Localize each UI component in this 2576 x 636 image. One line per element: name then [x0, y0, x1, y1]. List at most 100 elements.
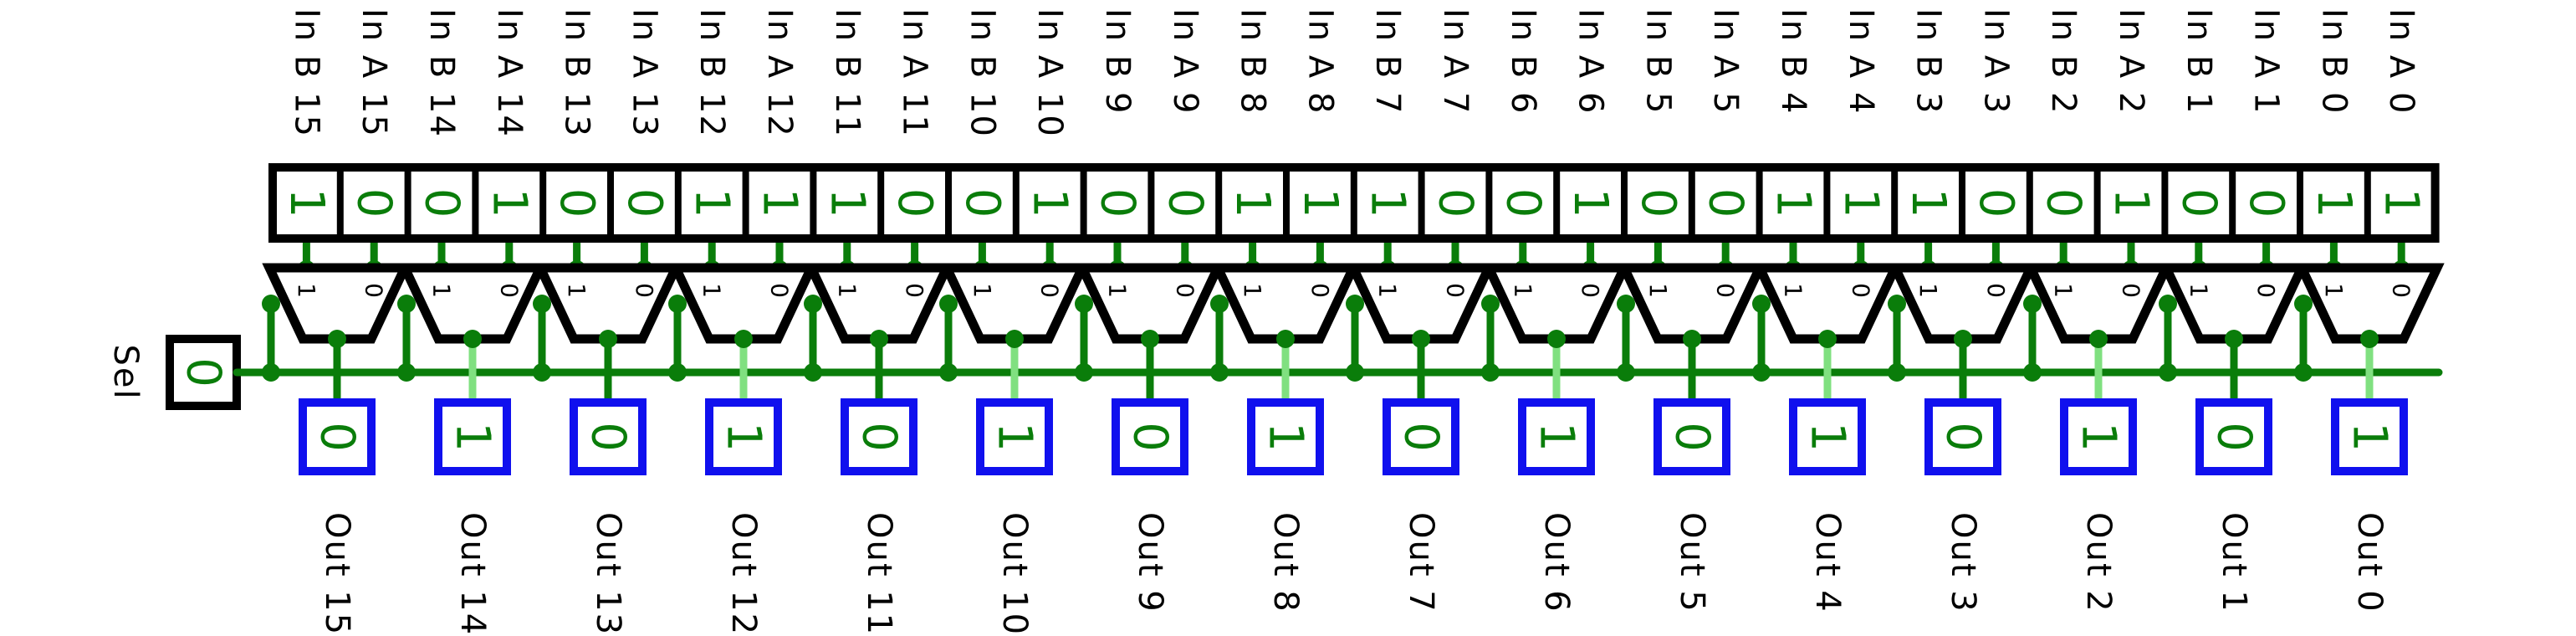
mux-in0-label: 0 — [1847, 283, 1874, 298]
input-pin[interactable]: 1In B 12 — [685, 8, 739, 218]
input-pin[interactable]: 1In A 6 — [1563, 8, 1618, 218]
mux-in0-label: 0 — [360, 283, 388, 298]
input-pin[interactable]: 0In A 3 — [1969, 8, 2023, 218]
input-pin[interactable]: 1In B 8 — [1225, 8, 1280, 218]
input-pin[interactable]: 0In A 9 — [1158, 8, 1212, 218]
wire-junction — [2023, 295, 2042, 313]
input-bit-value: 1 — [1361, 188, 1415, 218]
input-pin[interactable]: 1In A 4 — [1833, 8, 1888, 218]
input-pin[interactable]: 1In A 12 — [753, 8, 807, 218]
input-pin[interactable]: 0In B 10 — [955, 8, 1009, 218]
input-pin[interactable]: 1In A 8 — [1293, 8, 1347, 218]
mux-in0-label: 0 — [901, 283, 928, 298]
output-pin-box — [1924, 398, 2001, 475]
mux-body — [804, 263, 954, 344]
wire-junction — [1617, 363, 1635, 382]
input-pin-label: In A 15 — [355, 8, 393, 138]
input-pin[interactable]: 1In B 3 — [1901, 8, 1955, 218]
input-pin[interactable]: 0 In B 2 — [2037, 8, 2091, 218]
input-pin-label: In B 11 — [828, 8, 866, 138]
mux-in1-label: 1 — [1780, 283, 1807, 298]
input-bit-value: 0 — [2037, 188, 2091, 218]
output-pin-box — [299, 398, 376, 475]
wire-junction — [533, 363, 551, 382]
output-pin-box — [976, 398, 1053, 475]
wire-junction — [1617, 295, 1635, 313]
output-bit-value: 0 — [310, 422, 365, 452]
input-pin-label: In A 12 — [760, 8, 799, 138]
input-bit-value: 1 — [2307, 188, 2361, 218]
input-pin[interactable]: 0In B 14 — [415, 8, 469, 218]
input-pin[interactable]: 0In A 15 — [347, 8, 401, 218]
input-pin[interactable]: 0In A 11 — [887, 8, 942, 218]
wire-junction — [2294, 363, 2313, 382]
wire-junction — [1888, 295, 1906, 313]
input-pin[interactable]: 1 In A 10 — [1023, 8, 1077, 218]
input-bit-value: 1 — [1023, 188, 1077, 218]
mux-body — [1075, 263, 1225, 344]
mux-in1-label: 1 — [833, 283, 861, 298]
wire-junction — [533, 295, 551, 313]
wire-junction — [1547, 330, 1566, 348]
input-pin-label: In B 2 — [2044, 8, 2083, 115]
wire-junction — [1683, 330, 1701, 348]
output-pin-box — [705, 398, 782, 475]
mux-in1-label: 1 — [563, 283, 590, 298]
input-bit-value: 1 — [1833, 188, 1888, 218]
output-pin-label: Out 13 — [589, 512, 627, 636]
input-pin[interactable]: 1In B 0 — [2307, 8, 2361, 218]
input-pin[interactable]: 0In A 1 — [2239, 8, 2293, 218]
mux-body — [1888, 263, 2038, 344]
input-pin[interactable]: 0In A 13 — [617, 8, 672, 218]
mux-in1-label: 1 — [1374, 283, 1402, 298]
input-pin[interactable]: 0In B 1 — [2171, 8, 2226, 218]
mux-in0-label: 0 — [1442, 283, 1469, 298]
input-pin-label: In B 12 — [693, 8, 731, 138]
input-pin[interactable]: 1In A 0 — [2374, 8, 2429, 218]
input-pin[interactable]: 0In A 5 — [1699, 8, 1753, 218]
input-pin[interactable]: 0In B 9 — [1091, 8, 1145, 218]
input-pin[interactable]: 1In B 4 — [1766, 8, 1821, 218]
input-pin[interactable]: 1In A 14 — [482, 8, 536, 218]
wire-junction — [804, 363, 822, 382]
input-pin[interactable]: 0In B 13 — [549, 8, 604, 218]
input-pin[interactable]: 0In B 5 — [1631, 8, 1685, 218]
mux-in1-label: 1 — [1239, 283, 1266, 298]
input-pin-label: In A 5 — [1706, 8, 1745, 115]
wire-junction — [2159, 295, 2177, 313]
input-pin-label: In A 6 — [1572, 8, 1610, 115]
input-pin[interactable]: 1In B 15 — [279, 8, 334, 218]
output-pin-label: Out 7 — [1402, 512, 1440, 613]
mux-in1-label: 1 — [1914, 283, 1942, 298]
output-bit-value: 0 — [581, 422, 636, 452]
output-bit-value: 0 — [1123, 422, 1178, 452]
input-pin[interactable]: 1In A 2 — [2104, 8, 2159, 218]
input-pin[interactable]: 1In B 7 — [1361, 8, 1415, 218]
mux-in0-label: 0 — [1712, 283, 1740, 298]
mux-in1-label: 1 — [1644, 283, 1672, 298]
input-pin-label: In A 10 — [1030, 8, 1069, 138]
mux-body — [1617, 263, 1767, 344]
input-pin[interactable]: 1In B 11 — [820, 8, 874, 218]
mux-body — [2159, 263, 2309, 344]
input-pin[interactable]: 0In B 6 — [1495, 8, 1550, 218]
wire-junction — [1752, 363, 1771, 382]
wire-junction — [262, 295, 280, 313]
input-pin[interactable]: 0In A 7 — [1429, 8, 1483, 218]
